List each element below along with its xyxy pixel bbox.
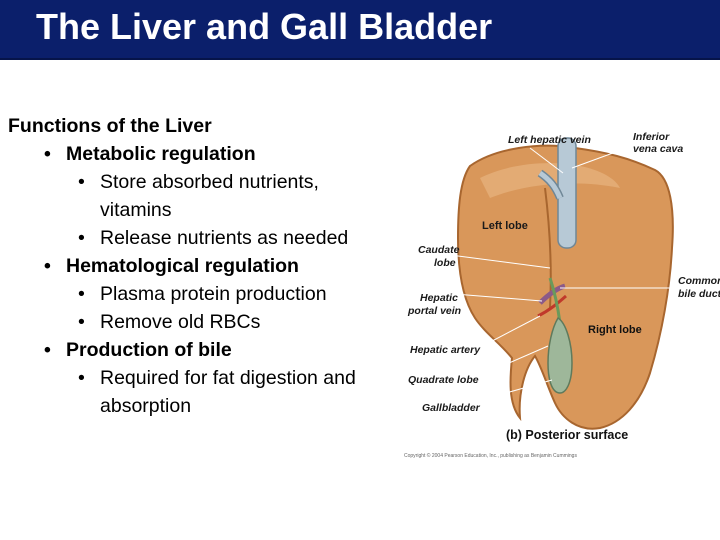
sub-bullet-label: Release nutrients as needed: [100, 227, 349, 249]
content-heading: Functions of the Liver: [8, 115, 212, 137]
liver-illustration: [434, 137, 680, 430]
label-hepatic-artery: Hepatic artery: [410, 344, 481, 356]
gallbladder-shape: [547, 316, 573, 394]
bullet-label: Metabolic regulation: [66, 143, 256, 165]
hepatic-artery-vessel: [537, 294, 567, 318]
label-caudate-lobe-line1: Caudate: [418, 244, 460, 256]
sub-bullet-item: • Release nutrients as needed: [8, 224, 428, 252]
title-bar: The Liver and Gall Bladder: [0, 0, 720, 60]
label-hepatic-portal-vein-line2: portal vein: [408, 305, 462, 317]
slide-content: Functions of the Liver • Metabolic regul…: [8, 112, 428, 420]
bullet-icon: •: [44, 143, 51, 165]
figure-copyright: Copyright © 2004 Pearson Education, Inc.…: [404, 453, 577, 459]
liver-shape: [456, 144, 674, 430]
sub-bullet-label-continued: vitamins: [100, 199, 172, 221]
label-hepatic-portal-vein-line1: Hepatic: [420, 292, 458, 304]
bullet-icon: •: [78, 171, 85, 193]
label-common-bile-duct-line2: bile duct: [678, 288, 720, 300]
label-left-hepatic-vein: Left hepatic vein: [508, 134, 591, 146]
bullet-item: • Production of bile: [8, 336, 428, 364]
label-gallbladder: Gallbladder: [422, 402, 480, 414]
sub-bullet-label: Plasma protein production: [100, 283, 327, 305]
bullet-item: • Hematological regulation: [8, 252, 428, 280]
label-common-bile-duct-line1: Common: [678, 275, 720, 287]
bullet-label: Hematological regulation: [66, 255, 299, 277]
label-right-lobe: Right lobe: [588, 324, 642, 336]
sub-bullet-item: • Required for fat digestion and absorpt…: [8, 364, 428, 420]
sub-bullet-item: • Plasma protein production: [8, 280, 428, 308]
sub-bullet-label-continued: absorption: [100, 395, 192, 417]
sub-bullet-item: • Store absorbed nutrients, vitamins: [8, 168, 428, 224]
sub-bullet-item: • Remove old RBCs: [8, 308, 428, 336]
bullet-icon: •: [78, 283, 85, 305]
leader-lines: [434, 145, 680, 407]
bullet-icon: •: [78, 227, 85, 249]
label-quadrate-lobe: Quadrate lobe: [408, 374, 479, 386]
sub-bullet-label: Remove old RBCs: [100, 311, 261, 333]
label-left-lobe: Left lobe: [482, 220, 528, 232]
bullet-icon: •: [78, 367, 85, 389]
slide-title: The Liver and Gall Bladder: [36, 6, 493, 47]
bullet-icon: •: [44, 255, 51, 277]
bullet-icon: •: [78, 311, 85, 333]
bullet-icon: •: [44, 339, 51, 361]
sub-bullet-label: Store absorbed nutrients,: [100, 171, 319, 193]
bullet-label: Production of bile: [66, 339, 232, 361]
label-caudate-lobe-line2: lobe: [434, 257, 456, 269]
bullet-item: • Metabolic regulation: [8, 140, 428, 168]
label-inferior-vena-cava-line2: vena cava: [633, 143, 684, 155]
label-inferior-vena-cava-line1: Inferior: [633, 131, 670, 143]
sub-bullet-label: Required for fat digestion and: [100, 367, 356, 389]
figure-caption: (b) Posterior surface: [506, 428, 629, 442]
liver-figure: Left hepatic vein Inferior vena cava Lef…: [400, 118, 720, 468]
